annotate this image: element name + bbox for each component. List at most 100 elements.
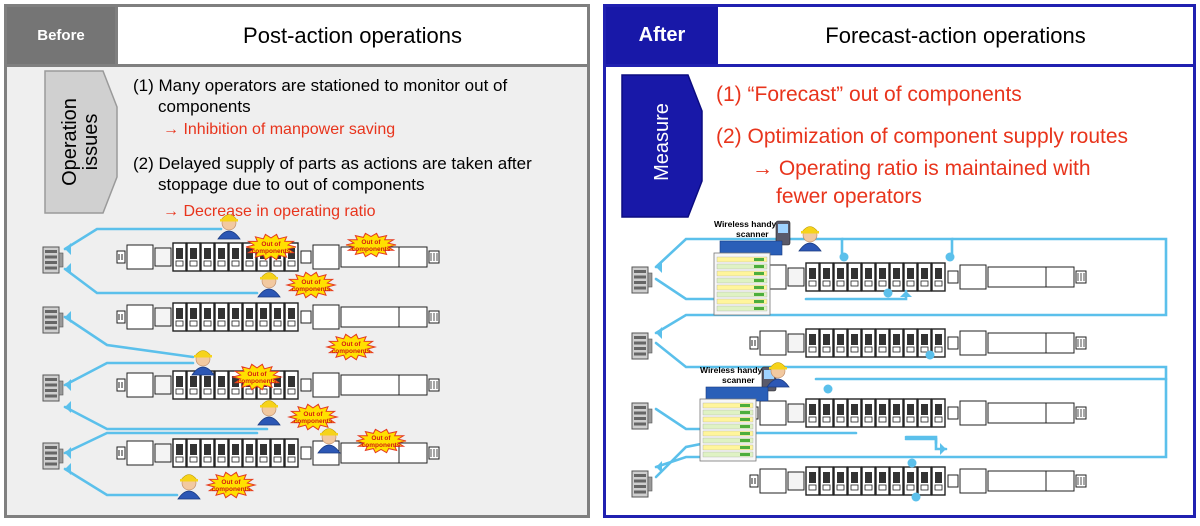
supply-node	[945, 252, 955, 262]
component-rack-icon	[631, 402, 653, 430]
route-arrowhead	[656, 461, 662, 473]
after-header: After Forecast-action operations	[606, 7, 1193, 67]
burst-label: components	[212, 486, 251, 493]
before-title: Post-action operations	[115, 7, 587, 64]
supply-node	[839, 252, 849, 262]
supply-route	[904, 435, 938, 445]
operator-icon	[798, 226, 822, 252]
burst-label: components	[332, 348, 371, 355]
after-tag: After	[606, 7, 718, 64]
scanner-label: scanner	[736, 229, 769, 239]
route-arrowhead	[900, 291, 912, 297]
operator-icon	[217, 214, 241, 240]
operation-issues-badge-shape	[44, 70, 118, 214]
mounting-line	[116, 370, 440, 400]
burst-label: Out of	[303, 411, 323, 418]
mounting-line	[749, 262, 1087, 292]
before-panel: Before Post-action operations Operation …	[4, 4, 590, 518]
operator-icon	[177, 474, 201, 500]
route-arrowhead	[65, 311, 71, 323]
component-rack-icon	[42, 442, 64, 470]
supply-node	[925, 350, 935, 360]
component-rack-icon	[631, 332, 653, 360]
component-rack-icon	[631, 470, 653, 498]
mounting-line	[749, 466, 1087, 496]
mounting-line	[749, 398, 1087, 428]
supply-route	[63, 267, 259, 295]
mounting-line	[116, 242, 440, 272]
supply-route	[63, 227, 223, 251]
supply-node	[883, 288, 893, 298]
burst-label: Out of	[247, 371, 267, 378]
component-rack-icon	[42, 306, 64, 334]
component-rack-icon	[631, 266, 653, 294]
scanner-label: Wireless handy	[700, 365, 763, 375]
burst-label: components	[362, 442, 401, 449]
operator-icon	[191, 350, 215, 376]
scanner-label: Wireless handy	[714, 219, 777, 229]
supply-route	[63, 431, 259, 455]
measure-3: → Operating ratio is maintained with few…	[752, 155, 1091, 211]
burst-label: Out of	[301, 279, 321, 286]
measure-3-line-2: fewer operators	[776, 185, 922, 208]
supply-route	[63, 405, 269, 431]
route-arrowhead	[656, 327, 662, 339]
supply-route	[840, 237, 954, 257]
route-arrowhead	[65, 447, 71, 459]
burst-label: Out of	[361, 239, 381, 246]
supply-route	[63, 361, 195, 387]
supply-node	[911, 492, 921, 502]
supply-node	[907, 458, 917, 468]
component-rack-icon	[42, 246, 64, 274]
operator-icon	[317, 428, 341, 454]
before-header: Before Post-action operations	[7, 7, 587, 67]
issue-2: (2) Delayed supply of parts as actions a…	[133, 153, 532, 222]
supply-node	[823, 384, 833, 394]
issue-2-line-1: (2) Delayed supply of parts as actions a…	[133, 154, 532, 173]
route-arrowhead	[65, 379, 71, 391]
before-body: Operation issues (1) Many operators are …	[7, 67, 587, 515]
burst-label: Out of	[341, 341, 361, 348]
supply-route	[654, 237, 1168, 335]
scanner-label: scanner	[722, 375, 755, 385]
measure-1: (1) “Forecast” out of components	[716, 83, 1022, 106]
route-arrowhead	[940, 443, 946, 455]
burst-label: Out of	[371, 435, 391, 442]
supply-route	[654, 237, 844, 269]
mounting-line	[749, 328, 1087, 358]
supply-route	[63, 315, 195, 359]
after-panel: After Forecast-action operations Measure…	[603, 4, 1196, 518]
issue-2-line-2: stoppage due to out of components	[158, 175, 425, 194]
burst-label: components	[294, 418, 333, 425]
before-tag: Before	[7, 7, 115, 64]
burst-label: Out of	[261, 241, 281, 248]
operator-icon	[257, 400, 281, 426]
issue-2-result: → Decrease in operating ratio	[163, 203, 376, 220]
burst-label: components	[252, 248, 291, 255]
operator-icon	[766, 362, 790, 388]
issue-1-line-1: (1) Many operators are stationed to moni…	[133, 76, 508, 95]
route-arrowhead	[65, 463, 71, 475]
mounting-line	[116, 302, 440, 332]
after-body: Measure (1) “Forecast” out of components…	[606, 67, 1193, 515]
operator-icon	[257, 272, 281, 298]
route-arrowhead	[65, 243, 71, 255]
mounting-line	[116, 438, 440, 468]
route-arrowhead	[656, 261, 662, 273]
issue-1-line-2: components	[158, 97, 251, 116]
measure-2: (2) Optimization of component supply rou…	[716, 125, 1129, 148]
burst-label: components	[238, 378, 277, 385]
route-arrowhead	[65, 401, 71, 413]
supply-route	[654, 341, 1168, 469]
supply-route	[63, 467, 179, 497]
